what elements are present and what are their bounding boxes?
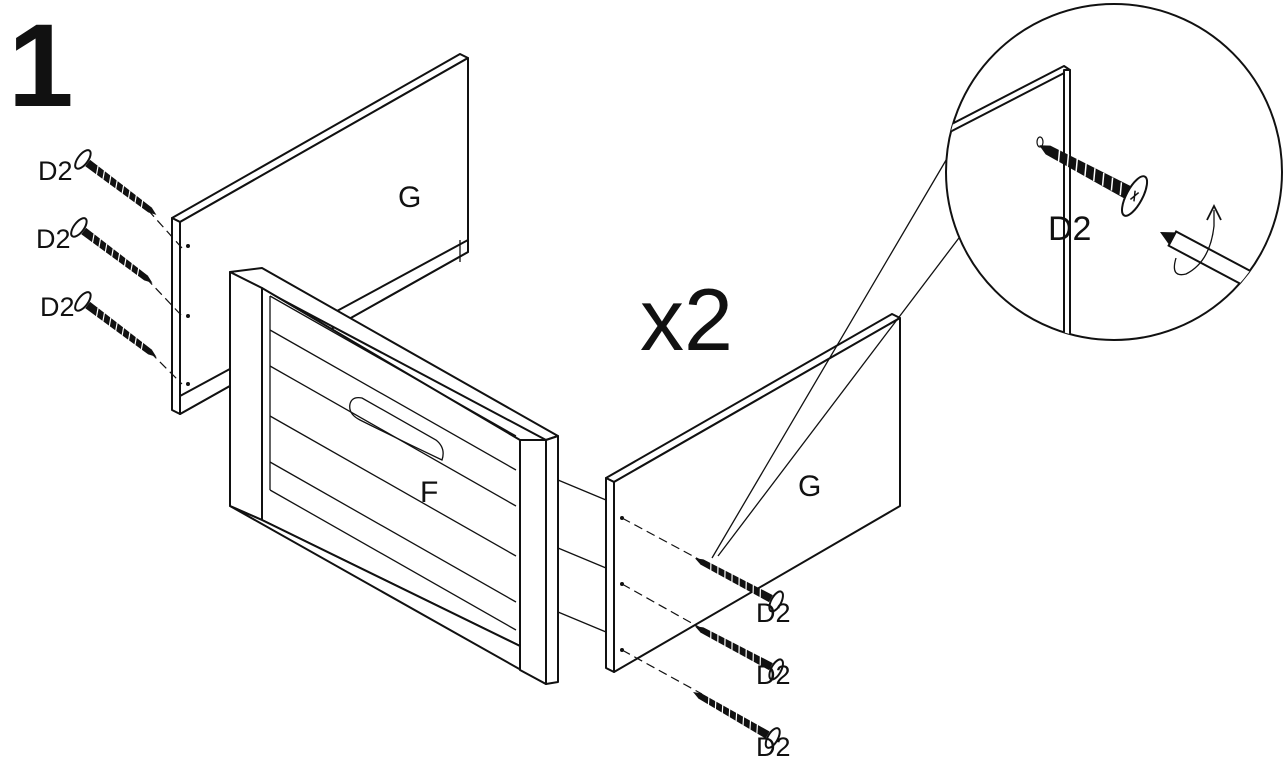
- quantity-multiplier: x2: [640, 270, 733, 369]
- screw-label: D2: [756, 732, 791, 762]
- screw-label: D2: [756, 660, 791, 690]
- screw-label: D2: [40, 292, 75, 322]
- screw-label: D2: [38, 156, 73, 186]
- front-panel-f: F: [229, 267, 559, 685]
- screw-icon: [71, 288, 165, 367]
- screw-label: D2: [36, 224, 71, 254]
- right-panel-label: G: [798, 470, 821, 503]
- left-panel-label: G: [398, 181, 421, 214]
- screw-icon: [67, 214, 161, 293]
- detail-callout: D2: [945, 3, 1283, 341]
- rotation-arrow-icon: [1173, 210, 1215, 276]
- screw-label: D2: [756, 598, 791, 628]
- front-panel-label: F: [420, 476, 438, 509]
- detail-screw-label: D2: [1048, 210, 1091, 248]
- right-panel-g: G: [605, 313, 901, 673]
- screw-icon: [1039, 145, 1149, 217]
- step-number: 1: [8, 0, 74, 132]
- screw-icon: [71, 146, 165, 225]
